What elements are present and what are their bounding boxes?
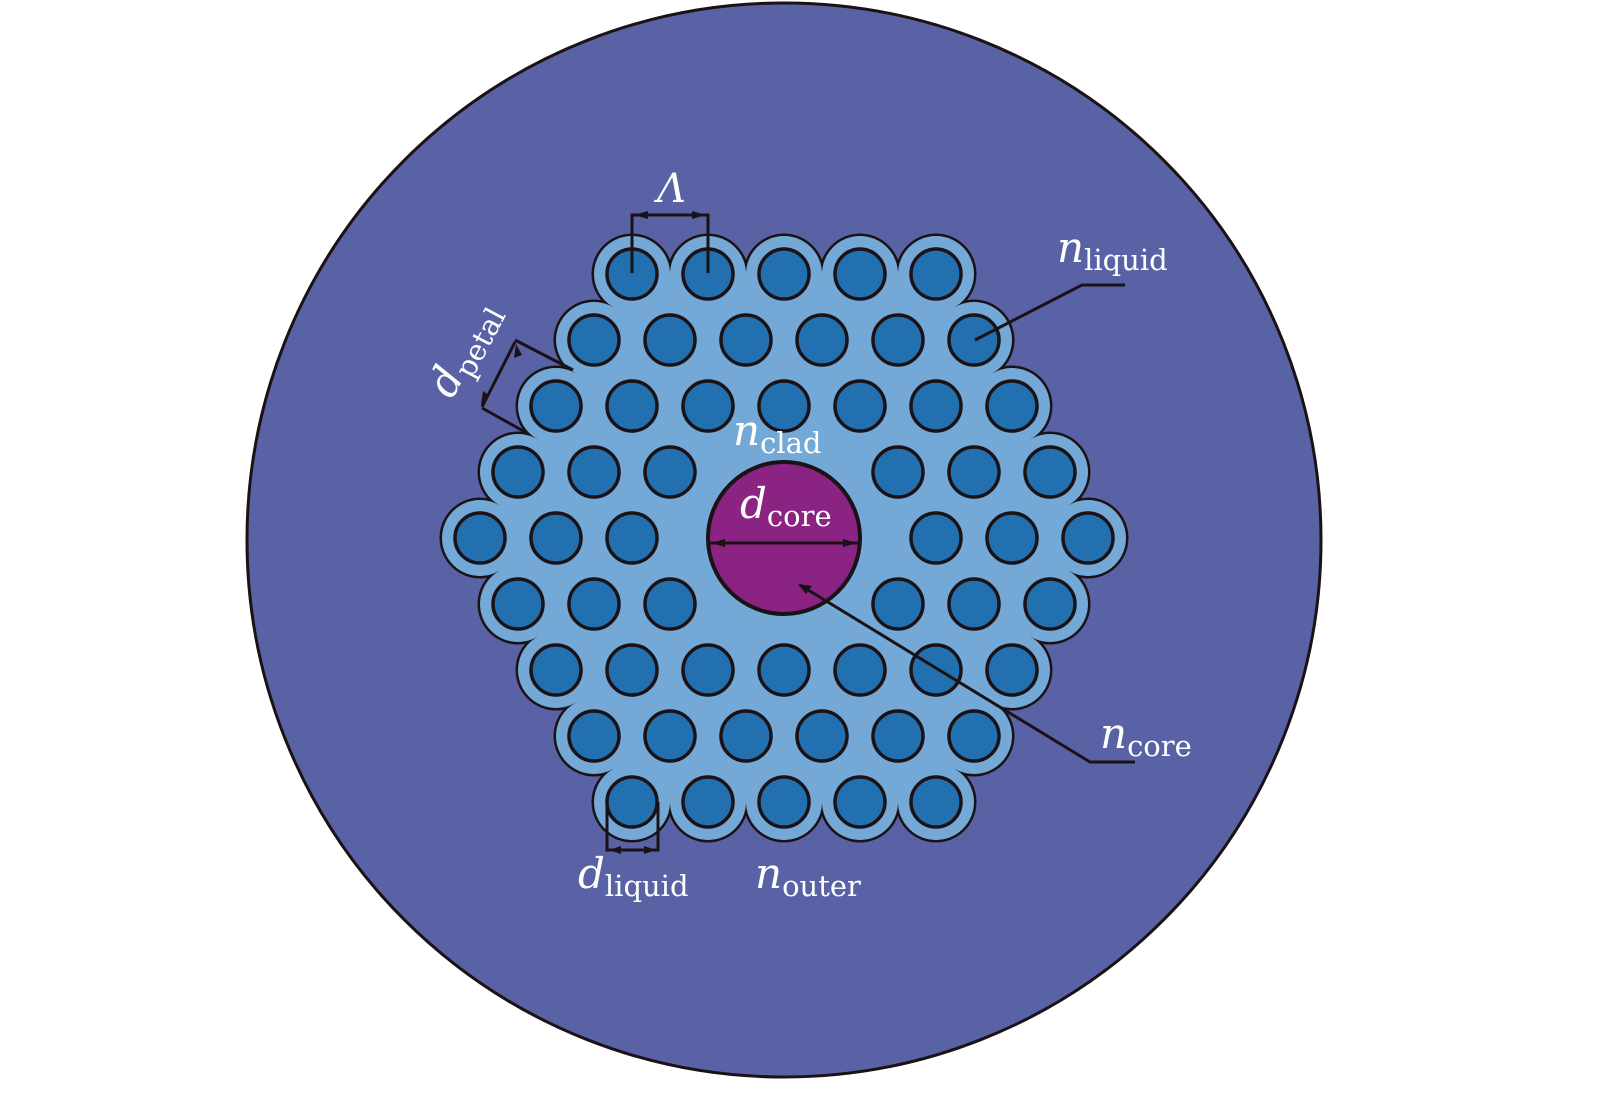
liquid-hole (871, 577, 925, 631)
liquid-hole (643, 445, 697, 499)
liquid-hole (757, 775, 811, 829)
liquid-hole (605, 643, 659, 697)
liquid-hole (909, 511, 963, 565)
n-liquid-label: nliquid (1057, 223, 1168, 277)
liquid-hole (529, 379, 583, 433)
liquid-hole (757, 643, 811, 697)
liquid-hole (833, 643, 887, 697)
liquid-hole (871, 445, 925, 499)
lambda-label: Λ (653, 166, 686, 212)
liquid-hole (453, 511, 507, 565)
liquid-hole (795, 709, 849, 763)
liquid-hole (567, 577, 621, 631)
d-liquid-dimension-line (605, 802, 660, 852)
lambda-dimension-line (630, 213, 710, 273)
liquid-hole (985, 643, 1039, 697)
liquid-hole (947, 577, 1001, 631)
liquid-hole (947, 445, 1001, 499)
arrowheads (481, 211, 857, 854)
liquid-hole (985, 511, 1039, 565)
liquid-hole (491, 445, 545, 499)
n-outer-label: nouter (755, 849, 861, 903)
liquid-hole (871, 709, 925, 763)
liquid-hole (643, 709, 697, 763)
liquid-hole (757, 379, 811, 433)
liquid-hole (985, 379, 1039, 433)
liquid-hole (567, 709, 621, 763)
liquid-hole (605, 379, 659, 433)
core (706, 460, 862, 616)
d-core-label: dcore (740, 479, 832, 533)
d-liquid-label: dliquid (578, 849, 689, 903)
liquid-hole (947, 709, 1001, 763)
liquid-hole (529, 643, 583, 697)
liquid-hole (833, 247, 887, 301)
liquid-hole (643, 577, 697, 631)
liquid-hole (605, 511, 659, 565)
liquid-hole (643, 313, 697, 367)
liquid-hole (1023, 577, 1077, 631)
n-core-leader (799, 583, 1135, 764)
liquid-hole (719, 709, 773, 763)
liquid-hole (833, 775, 887, 829)
n-clad-label: nclad (733, 406, 821, 460)
liquid-hole (681, 643, 735, 697)
liquid-hole (909, 379, 963, 433)
n-liquid-leader (974, 283, 1125, 342)
liquid-hole (757, 247, 811, 301)
liquid-hole (567, 313, 621, 367)
liquid-hole (909, 643, 963, 697)
liquid-hole (605, 775, 659, 829)
liquid-holes (453, 247, 1115, 829)
liquid-hole (491, 577, 545, 631)
liquid-hole (681, 379, 735, 433)
liquid-hole (909, 775, 963, 829)
liquid-hole (947, 313, 1001, 367)
liquid-hole (871, 313, 925, 367)
liquid-hole (719, 313, 773, 367)
n-core-label: ncore (1100, 709, 1192, 763)
liquid-hole (909, 247, 963, 301)
liquid-hole (833, 379, 887, 433)
liquid-hole (567, 445, 621, 499)
liquid-hole (681, 775, 735, 829)
liquid-hole (1023, 445, 1077, 499)
liquid-hole (1061, 511, 1115, 565)
liquid-hole (795, 313, 849, 367)
liquid-hole (529, 511, 583, 565)
annotation-lines (480, 213, 1135, 852)
